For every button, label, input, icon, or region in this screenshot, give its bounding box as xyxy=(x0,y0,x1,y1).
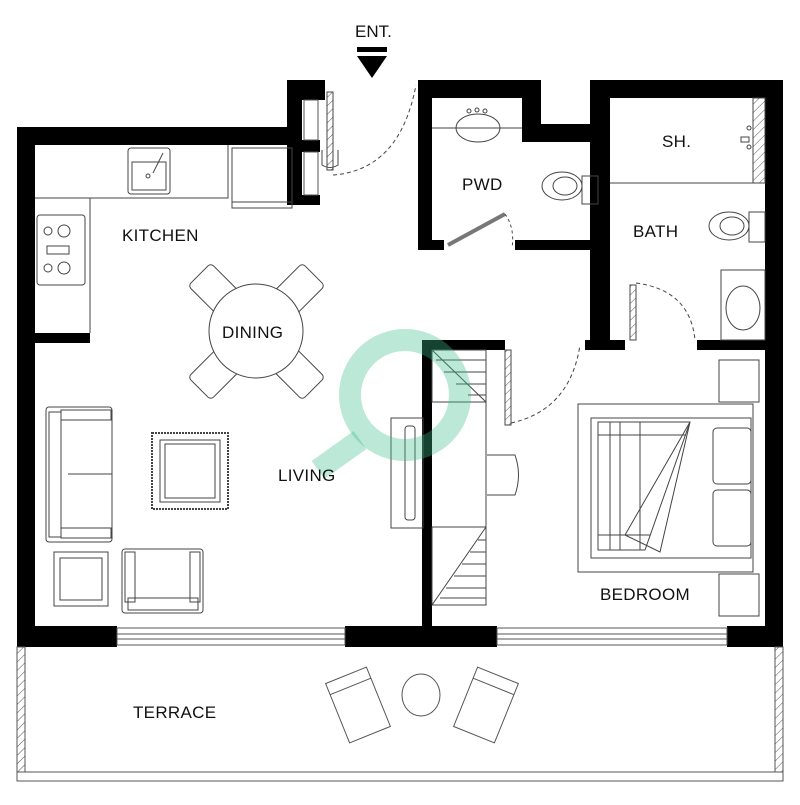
kitchen-counter xyxy=(35,145,293,333)
room-label-dining: DINING xyxy=(222,323,284,342)
room-label-kitchen: KITCHEN xyxy=(122,226,199,245)
entrance-label: ENT. xyxy=(355,22,392,41)
dining-set xyxy=(189,264,324,399)
pwd-fixtures xyxy=(432,107,599,249)
entrance-door xyxy=(321,84,417,176)
room-label-bath: BATH xyxy=(633,222,679,241)
walls xyxy=(17,80,783,647)
room-label-terrace: TERRACE xyxy=(133,703,217,722)
watermark-logo xyxy=(311,329,471,479)
bedroom-furniture xyxy=(431,344,760,617)
entrance-arrow-icon xyxy=(357,56,387,78)
room-label-living: LIVING xyxy=(278,466,336,485)
living-furniture xyxy=(45,406,424,614)
windows xyxy=(116,99,728,646)
room-label-shower: SH. xyxy=(662,132,692,151)
room-label-pwd: PWD xyxy=(462,175,503,194)
bath-fixtures xyxy=(610,97,766,341)
terrace xyxy=(16,646,784,782)
room-label-bedroom: BEDROOM xyxy=(600,585,690,604)
